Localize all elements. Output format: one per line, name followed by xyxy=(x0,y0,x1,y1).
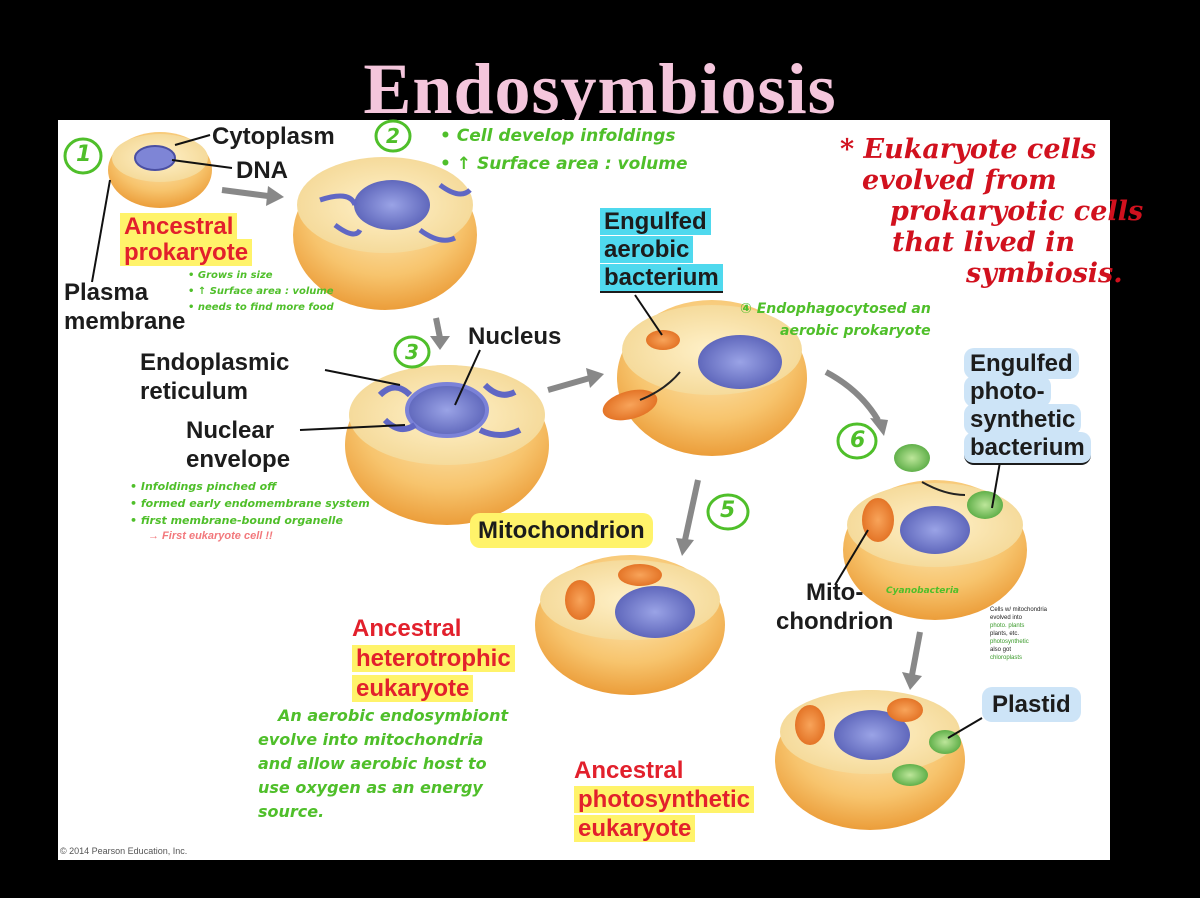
label-ancestral-heterotrophic-eukaryote: Ancestral heterotrophic eukaryote xyxy=(352,614,515,704)
arrow-heads xyxy=(266,186,922,690)
label-mitochondrion: Mitochondrion xyxy=(470,513,653,548)
note-cyanobacteria: Cyanobacteria xyxy=(886,586,959,596)
note-step2: • Cell develop infoldings • ↑ Surface ar… xyxy=(440,126,688,174)
step-number-2: 2 xyxy=(386,124,400,148)
engulfing-aerobe-cell xyxy=(602,300,807,456)
note-eukaryote-origin: * Eukaryote cells evolved from prokaryot… xyxy=(840,134,1144,289)
note-step1: • Grows in size • ↑ Surface area : volum… xyxy=(188,270,334,313)
copyright-text: © 2014 Pearson Education, Inc. xyxy=(60,846,188,856)
label-engulfed-photosynthetic-bacterium: Engulfed photo- synthetic bacterium xyxy=(964,348,1091,465)
plastid-leader-line xyxy=(947,717,983,739)
endomembrane-leader-lines xyxy=(299,349,481,431)
infolding-cell xyxy=(293,157,477,310)
note-tiny-annotation: Cells w/ mitochondria evolved into photo… xyxy=(990,607,1048,661)
prokaryote-cell xyxy=(108,132,212,208)
step-number-1: 1 xyxy=(76,142,92,167)
step-number-5: 5 xyxy=(720,498,736,523)
step-number-6: 6 xyxy=(850,428,866,453)
heterotrophic-eukaryote-cell xyxy=(535,555,725,695)
note-step4: ④ Endophagocytosed an aerobic prokaryote xyxy=(740,301,931,339)
photosynthetic-eukaryote-cell xyxy=(775,690,965,830)
label-endoplasmic-reticulum: Endoplasmic reticulum xyxy=(140,349,290,405)
endomembrane-cell xyxy=(345,365,549,525)
label-ancestral-prokaryote: Ancestral prokaryote xyxy=(120,213,253,266)
label-cytoplasm: Cytoplasm xyxy=(212,123,335,150)
note-step3: • Infoldings pinched off • formed early … xyxy=(130,480,370,527)
step-number-3: 3 xyxy=(405,340,419,364)
label-plasma-membrane: Plasma membrane xyxy=(64,279,186,335)
note-first-eukaryote: → First eukaryote cell !! xyxy=(148,530,273,542)
label-ancestral-photosynthetic-eukaryote: Ancestral photosynthetic eukaryote xyxy=(574,756,754,843)
aerobe-leader-line xyxy=(634,294,663,336)
photo-leader-lines xyxy=(834,461,1001,586)
label-plastid: Plastid xyxy=(982,687,1081,722)
label-dna: DNA xyxy=(236,157,288,184)
prokaryote-leader-lines xyxy=(91,134,233,283)
engulfing-photosynthetic-cell xyxy=(843,444,1027,620)
flow-arrows xyxy=(221,187,923,676)
label-mito-chondrion: Mito- chondrion xyxy=(776,579,894,635)
label-nuclear-envelope: Nuclear envelope xyxy=(186,417,291,473)
note-aerobic-endosymbiont: An aerobic endosymbiont evolve into mito… xyxy=(258,706,509,821)
page-title: Endosymbiosis xyxy=(363,49,837,129)
label-nucleus: Nucleus xyxy=(468,323,562,350)
step-circles xyxy=(63,119,878,531)
label-engulfed-aerobic-bacterium: Engulfed aerobic bacterium xyxy=(600,208,723,293)
